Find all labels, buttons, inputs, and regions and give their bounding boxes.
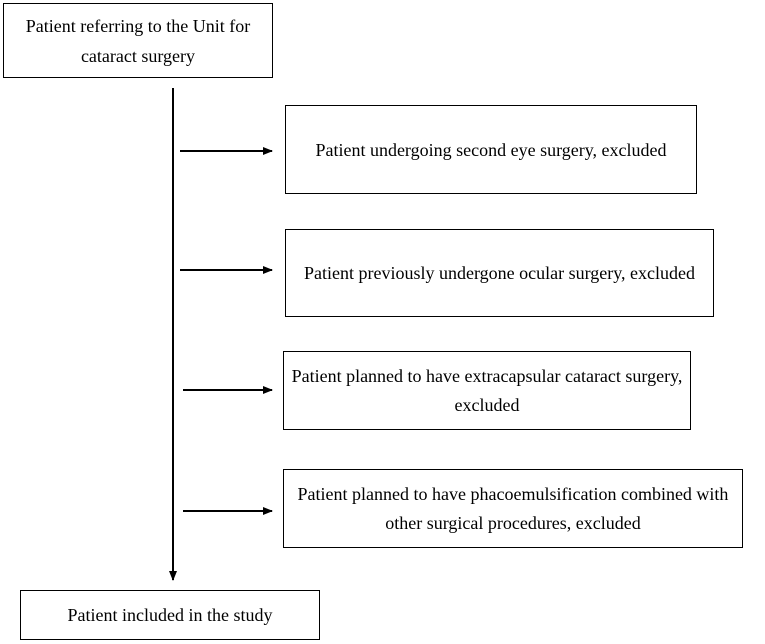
- start-box: Patient referring to the Unit for catara…: [3, 3, 273, 78]
- exclusion-box-label: Patient planned to have extracapsular ca…: [291, 365, 683, 415]
- exclusion-box-label: Patient planned to have phacoemulsificat…: [297, 483, 729, 533]
- exclusion-box-extracapsular-surgery: Patient planned to have extracapsular ca…: [283, 351, 691, 430]
- end-box: Patient included in the study: [20, 590, 320, 640]
- exclusion-box-second-eye-surgery: Patient undergoing second eye surgery, e…: [285, 105, 697, 194]
- exclusion-box-label: Patient previously undergone ocular surg…: [303, 263, 696, 283]
- exclusion-box-combined-procedures: Patient planned to have phacoemulsificat…: [283, 469, 743, 548]
- exclusion-box-label: Patient undergoing second eye surgery, e…: [315, 139, 667, 160]
- exclusion-box-previous-ocular-surgery: Patient previously undergone ocular surg…: [285, 229, 714, 317]
- end-box-label: Patient included in the study: [67, 604, 273, 625]
- start-box-label: Patient referring to the Unit for catara…: [25, 15, 251, 66]
